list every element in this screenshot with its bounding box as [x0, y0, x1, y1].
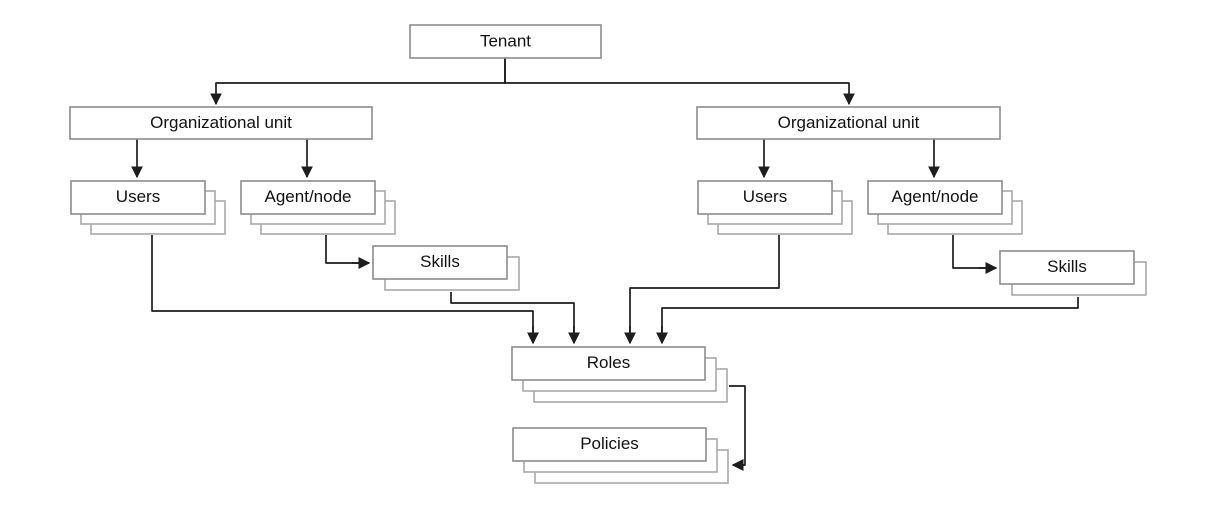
edge-agent-node-right-to-skills-right	[952, 235, 998, 274]
node-agent-node-left[interactable]: Agent/node	[240, 180, 396, 235]
users-left-box[interactable]	[70, 180, 206, 215]
edge-skills-right-to-roles	[656, 297, 1079, 345]
node-skills-left[interactable]: Skills	[372, 245, 520, 291]
skills-right-box[interactable]	[999, 250, 1135, 285]
node-agent-node-right[interactable]: Agent/node	[867, 180, 1023, 235]
edge-users-right-to-roles	[624, 235, 780, 345]
node-org-unit-right[interactable]: Organizational unit	[696, 106, 1001, 140]
node-roles[interactable]: Roles	[511, 346, 728, 403]
edge-tenant-to-org-unit-left	[210, 58, 506, 106]
agent-node-right-box[interactable]	[867, 180, 1003, 215]
org-unit-right-box[interactable]	[696, 106, 1001, 140]
edge-tenant-to-org-unit-right	[504, 58, 855, 106]
policies-box[interactable]	[512, 427, 707, 462]
tenant-box[interactable]	[409, 24, 602, 59]
edge-overlay-group	[352, 257, 998, 471]
roles-box[interactable]	[511, 346, 706, 381]
org-unit-left-box[interactable]	[69, 106, 373, 140]
node-users-right[interactable]: Users	[697, 180, 853, 235]
users-right-box[interactable]	[697, 180, 833, 215]
edge-skills-left-to-roles	[450, 292, 580, 345]
node-org-unit-left[interactable]: Organizational unit	[69, 106, 373, 140]
node-tenant[interactable]: Tenant	[409, 24, 602, 59]
node-policies[interactable]: Policies	[512, 427, 729, 484]
agent-node-left-box[interactable]	[240, 180, 376, 215]
edge-agent-node-left-to-skills-left	[325, 235, 371, 269]
skills-left-box[interactable]	[372, 245, 508, 280]
edge-roles-to-policies	[729, 385, 746, 471]
node-users-left[interactable]: Users	[70, 180, 226, 235]
node-skills-right[interactable]: Skills	[999, 250, 1147, 296]
